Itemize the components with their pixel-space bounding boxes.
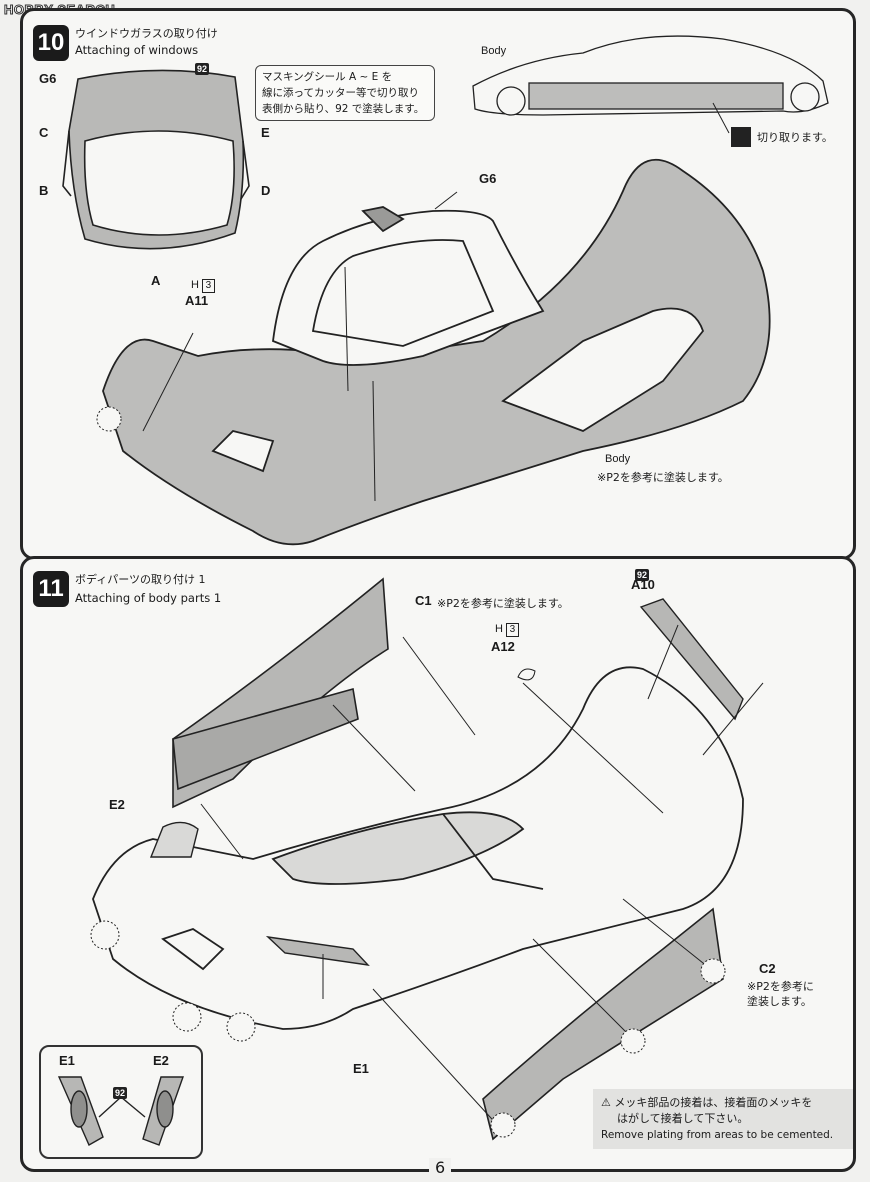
inset-e2-label: E2 [153,1053,169,1068]
step-11-illustration [90,577,764,1141]
c1-label: C1 [415,593,432,608]
car-body-main [102,158,771,546]
e2-part [149,821,199,858]
c2-part [482,907,724,1141]
e1-label: E1 [353,1061,369,1076]
a10-part [639,598,744,721]
leader-lines-step11 [90,624,764,1138]
a10-badge: 92 [635,569,650,581]
c1-note: ※P2を参考に塗装します。 [437,597,569,610]
step-title-en: Attaching of body parts 1 [75,591,222,605]
inset-illustration [57,1076,184,1146]
e1-e2-inset: E1 E2 92 [39,1045,203,1159]
step-10-illustration [62,35,829,546]
warning-line-1: ⚠ メッキ部品の接着は、接着面のメッキを [601,1096,813,1109]
inset-e1-label: E1 [59,1053,75,1068]
mask-label-d: D [261,183,271,198]
step-11-panel: 11 ボディパーツの取り付け 1 Attaching of body parts… [20,556,856,1172]
step-number: 11 [33,571,69,607]
g6-label: G6 [479,171,497,186]
warning-icon: ⚠ [601,1096,615,1109]
car-body-main-step11 [92,666,744,1030]
body-side-thumbnail [472,35,829,116]
leader-lines-step10 [96,102,730,502]
mask-label-e: E [261,125,270,140]
mask-label-b: B [39,183,49,198]
a12-label: A12 [491,639,515,654]
c2-note: ※P2を参考に 塗装します。 [747,980,814,1008]
step-title-jp: ウインドウガラスの取り付け [75,27,218,40]
mask-label-c: C [39,125,49,140]
warning-line-2: はがして接着して下さい。 [617,1112,749,1125]
body-thumb-label: Body [481,45,507,57]
plating-warning: ⚠ メッキ部品の接着は、接着面のメッキを はがして接着して下さい。 Remove… [593,1089,853,1149]
inset-badge: 92 [113,1087,128,1099]
glass-badge: 92 [195,63,210,75]
cut-icon [731,127,751,147]
a11-label: A11 [185,293,209,308]
e1-part [265,935,370,966]
paint-note: ※P2を参考に塗装します。 [597,471,729,484]
step-10-panel: 10 ウインドウガラスの取り付け Attaching of windows G6… [20,8,856,560]
windshield-glass-part [62,69,250,250]
warning-line-en: Remove plating from areas to be cemented… [601,1129,834,1141]
c2-label: C2 [759,961,776,976]
step-title-jp: ボディパーツの取り付け 1 [75,573,206,586]
body-label: Body [605,453,631,465]
step-number: 10 [33,25,69,61]
cut-note: 切り取ります。 [757,131,833,144]
e2-label: E2 [109,797,125,812]
a10-label: A10 [631,577,655,592]
c1-part [172,577,389,809]
masking-note: マスキングシール A ~ E を 線に添ってカッター等で切り取り 表側から貼り、… [255,65,435,121]
page-number: 6 [429,1158,452,1177]
step-title-en: Attaching of windows [75,43,199,57]
glass-part-label: G6 [39,71,57,86]
mask-label-a: A [151,273,161,288]
